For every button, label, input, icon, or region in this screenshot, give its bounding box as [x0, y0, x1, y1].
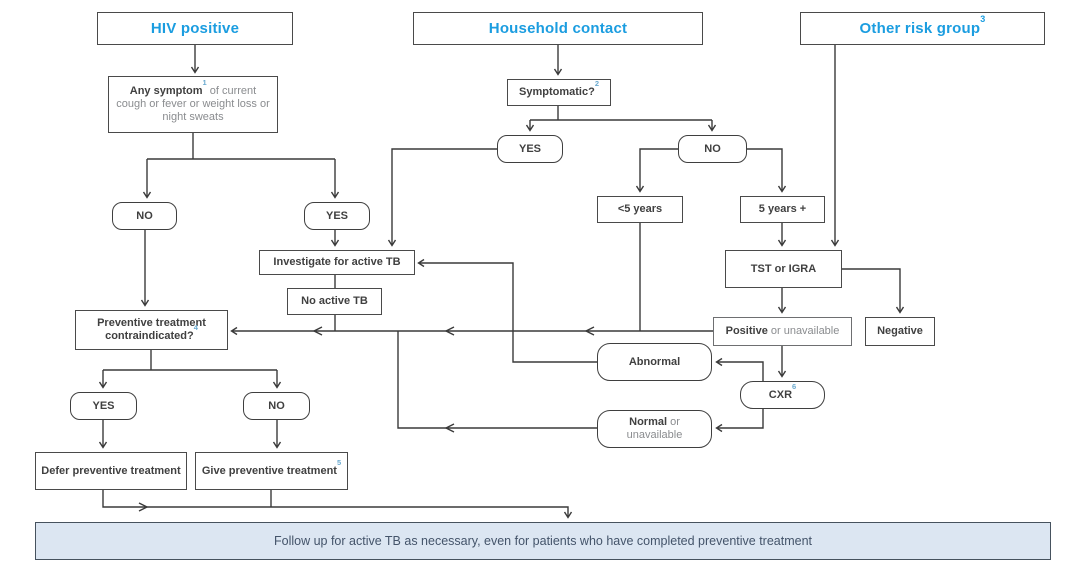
node-symptomatic-label: Symptomatic?2: [519, 80, 599, 99]
chevron-mainline-1: [312, 326, 323, 336]
header-hiv-positive: HIV positive: [97, 12, 293, 45]
header-household-contact: Household contact: [413, 12, 703, 45]
positive-rest: or unavailable: [767, 325, 840, 338]
header-other-risk-group-label: Other risk group3: [859, 14, 986, 38]
chevron-normal-line: [444, 423, 455, 433]
normal-label: Normal or unavailable: [603, 416, 706, 442]
connector-normal-to-mainline: [397, 331, 597, 429]
contraindicated-label: Preventive treatment contraindicated?4: [81, 317, 222, 343]
footnote-1: 1: [202, 78, 207, 88]
node-yes-symptomatic: YES: [497, 135, 563, 163]
header-other-risk-group: Other risk group3: [800, 12, 1045, 45]
followup-bar: Follow up for active TB as necessary, ev…: [35, 522, 1051, 560]
yes-label: YES: [92, 399, 115, 412]
footnote-3: 3: [980, 13, 986, 24]
node-tst-or-igra: TST or IGRA: [725, 250, 842, 288]
node-any-symptom-label: Any symptom1 of current cough or fever o…: [116, 79, 270, 124]
connector-no-symptomatic-to-5plus: [747, 148, 787, 193]
node-abnormal: Abnormal: [597, 343, 712, 381]
node-any-symptom: Any symptom1 of current cough or fever o…: [108, 76, 278, 133]
any-symptom-bold: Any symptom: [129, 85, 203, 98]
node-no-symptomatic: NO: [678, 135, 747, 163]
chevron-mainline-3: [584, 326, 595, 336]
defer-label: Defer preventive treatment: [41, 464, 181, 477]
header-household-contact-label: Household contact: [488, 19, 628, 37]
normal-bold: Normal: [629, 416, 668, 429]
no-label: NO: [136, 209, 153, 222]
node-yes-contraindicated: YES: [70, 392, 137, 420]
negative-label: Negative: [877, 325, 923, 338]
node-under-5-years: <5 years: [597, 196, 683, 223]
node-give-preventive-treatment: Give preventive treatment5: [195, 452, 348, 490]
node-negative: Negative: [865, 317, 935, 346]
connector-cxr-to-abnormal: [715, 357, 764, 381]
contraindicated-bold: Preventive treatment contraindicated?: [97, 317, 206, 342]
node-cxr: CXR6: [740, 381, 825, 409]
give-bold: Give preventive treatment: [201, 464, 337, 477]
connector-tst-to-negative: [842, 268, 905, 314]
connector-cxr-to-normal: [715, 409, 764, 433]
symptomatic-bold: Symptomatic?: [519, 86, 595, 99]
other-risk-text: Other risk group: [859, 19, 981, 37]
connector-abnormal-to-investigate: [417, 258, 597, 363]
footnote-6: 6: [792, 381, 797, 391]
node-no-hiv: NO: [112, 202, 177, 230]
node-investigate-active-tb: Investigate for active TB: [259, 250, 415, 275]
chevron-mainline-2: [444, 326, 455, 336]
chevron-bottom-line: [138, 502, 149, 512]
yes-label: YES: [325, 209, 348, 222]
node-normal-or-unavailable: Normal or unavailable: [597, 410, 712, 448]
connector-defer-to-followup: [102, 490, 573, 519]
node-5-years-plus: 5 years +: [740, 196, 825, 223]
any-symptom-rest: of current cough or fever or weight loss…: [116, 85, 270, 123]
yes-label: YES: [518, 142, 541, 155]
connector-no-symptomatic-to-under5: [635, 148, 678, 193]
under-5-years-label: <5 years: [617, 203, 663, 216]
give-label: Give preventive treatment5: [201, 459, 341, 478]
node-yes-hiv: YES: [304, 202, 370, 230]
positive-label: Positive or unavailable: [726, 325, 840, 338]
investigate-label: Investigate for active TB: [273, 256, 401, 269]
footnote-2: 2: [594, 79, 599, 89]
node-defer-preventive-treatment: Defer preventive treatment: [35, 452, 187, 490]
node-contraindicated: Preventive treatment contraindicated?4: [75, 310, 228, 350]
tst-or-igra-label: TST or IGRA: [750, 262, 817, 275]
connector-yes-symptomatic-to-investigate: [387, 148, 497, 247]
no-label: NO: [704, 142, 721, 155]
node-positive-or-unavailable: Positive or unavailable: [713, 317, 852, 346]
cxr-label: CXR6: [768, 383, 796, 402]
abnormal-label: Abnormal: [628, 355, 681, 368]
footnote-5: 5: [336, 457, 342, 467]
no-active-tb-label: No active TB: [301, 295, 368, 308]
normal-rest: or unavailable: [626, 416, 683, 441]
positive-bold: Positive: [725, 325, 768, 338]
node-symptomatic: Symptomatic?2: [507, 79, 611, 106]
node-no-contraindicated: NO: [243, 392, 310, 420]
followup-text: Follow up for active TB as necessary, ev…: [273, 533, 812, 548]
no-label: NO: [268, 399, 285, 412]
cxr-bold: CXR: [768, 388, 793, 401]
5-years-plus-label: 5 years +: [758, 203, 807, 216]
header-hiv-positive-label: HIV positive: [150, 19, 240, 37]
node-no-active-tb: No active TB: [287, 288, 382, 315]
footnote-4: 4: [193, 323, 198, 333]
